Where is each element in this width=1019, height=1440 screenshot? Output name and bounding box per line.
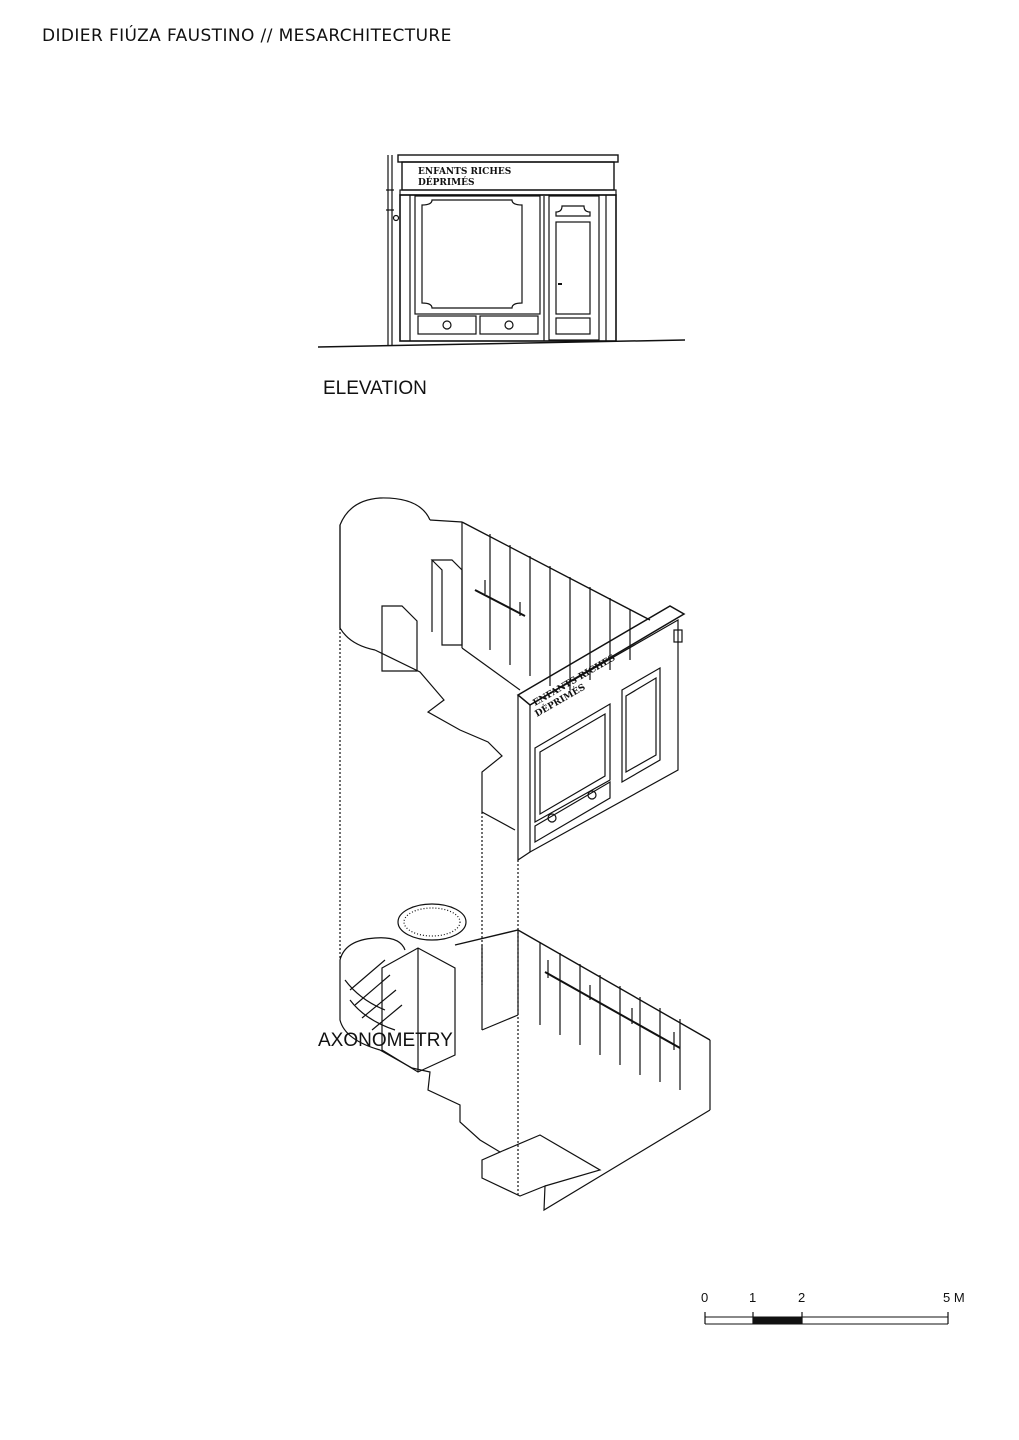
elevation-sign-line2: DÉPRIMÉS bbox=[418, 176, 474, 188]
elevation-sign-line1: ENFANTS RICHES bbox=[418, 167, 511, 177]
scale-bar-filled-segment bbox=[753, 1317, 802, 1324]
scale-tick-2: 2 bbox=[798, 1290, 806, 1305]
scale-tick-1: 1 bbox=[749, 1290, 757, 1305]
scale-tick-0: 0 bbox=[701, 1290, 709, 1305]
elevation-label: ELEVATION bbox=[323, 378, 427, 399]
scale-tick-5m: 5 M bbox=[943, 1290, 965, 1305]
axonometry-label: AXONOMETRY bbox=[318, 1030, 453, 1051]
elevation-drawing bbox=[317, 154, 686, 348]
page-title: DIDIER FIÚZA FAUSTINO // MESARCHITECTURE bbox=[42, 26, 452, 46]
axonometry-drawing bbox=[339, 497, 711, 1212]
scale-bar bbox=[704, 1312, 949, 1325]
ground-line bbox=[317, 339, 686, 348]
